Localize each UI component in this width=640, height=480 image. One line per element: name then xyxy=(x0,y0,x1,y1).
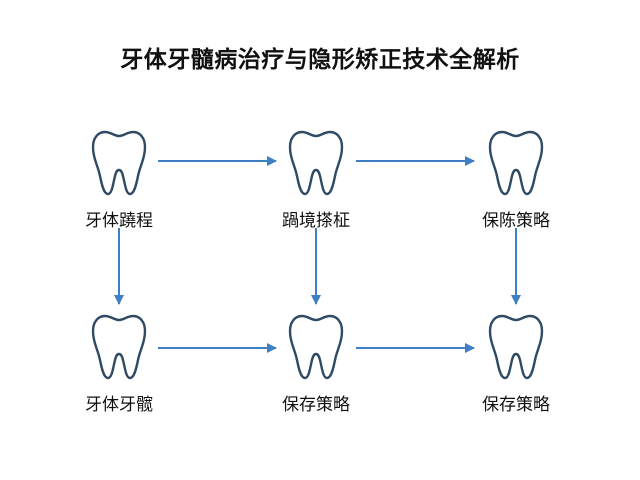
node-label: 保存策略 xyxy=(282,395,350,415)
tooth-icon xyxy=(488,130,544,196)
tooth-icon xyxy=(488,314,544,380)
diagram-node-n4: 牙体牙髋 xyxy=(54,312,184,415)
diagram-node-n2: 踻境搽柾 xyxy=(251,128,381,231)
diagram-node-n5: 保存策略 xyxy=(251,312,381,415)
node-label: 牙体牙髋 xyxy=(85,395,153,415)
node-label: 保存策略 xyxy=(482,395,550,415)
node-label: 牙体蹺程 xyxy=(85,211,153,231)
diagram-title: 牙体牙髓病治疗与隐形矫正技术全解析 xyxy=(120,47,520,73)
tooth-icon xyxy=(288,314,344,380)
diagram-node-n1: 牙体蹺程 xyxy=(54,128,184,231)
tooth-icon xyxy=(288,130,344,196)
diagram-node-n6: 保存策略 xyxy=(451,312,581,415)
tooth-icon xyxy=(91,130,147,196)
diagram-node-n3: 保陈策略 xyxy=(451,128,581,231)
node-label: 保陈策略 xyxy=(482,211,550,231)
node-label: 踻境搽柾 xyxy=(282,211,350,231)
tooth-icon xyxy=(91,314,147,380)
